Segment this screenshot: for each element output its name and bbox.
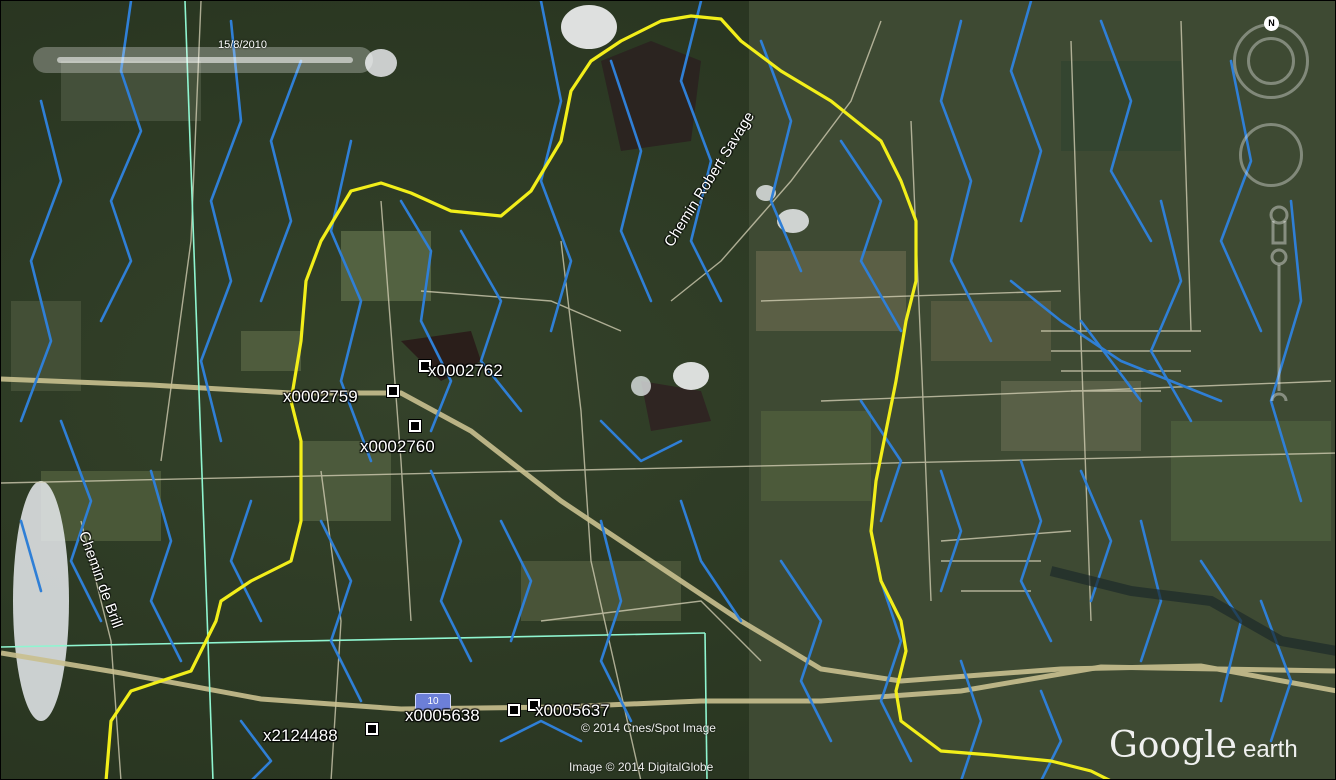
person-icon [1269, 205, 1289, 225]
time-slider[interactable]: 15/8/2010 [33, 39, 373, 73]
time-slider-date: 15/8/2010 [218, 39, 267, 51]
highway-shield: 10 [415, 693, 451, 711]
imagery-credit-cnes: © 2014 Cnes/Spot Image [581, 721, 716, 735]
logo-google-text: Google [1109, 725, 1237, 766]
zoom-slider[interactable] [1259, 191, 1299, 401]
placemark-pin[interactable] [508, 704, 520, 716]
imagery-credit-digitalglobe: Image © 2014 DigitalGlobe [569, 760, 714, 774]
north-indicator[interactable]: N [1264, 16, 1279, 31]
placemark-label[interactable]: x0002759 [283, 387, 358, 406]
placemark-label[interactable]: x0002762 [428, 361, 503, 380]
placemark-label[interactable]: x2124488 [263, 726, 338, 745]
logo-earth-text: earth [1242, 736, 1298, 763]
placemark-label[interactable]: x0005637 [535, 701, 610, 720]
placemark-pin[interactable] [528, 699, 540, 711]
placemark-pin[interactable] [366, 723, 378, 735]
placemark-pin[interactable] [387, 385, 399, 397]
placemark-label[interactable]: x0005638 [405, 706, 480, 725]
zoom-in-icon [1270, 248, 1288, 266]
placemark-label[interactable]: x0002760 [360, 437, 435, 456]
zoom-out-icon [1270, 392, 1288, 401]
compass-ring[interactable] [1247, 37, 1295, 85]
move-joystick[interactable] [1239, 123, 1303, 187]
time-slider-track[interactable] [57, 57, 353, 63]
placemark-pin[interactable] [419, 360, 431, 372]
placemark-pin[interactable] [409, 420, 421, 432]
